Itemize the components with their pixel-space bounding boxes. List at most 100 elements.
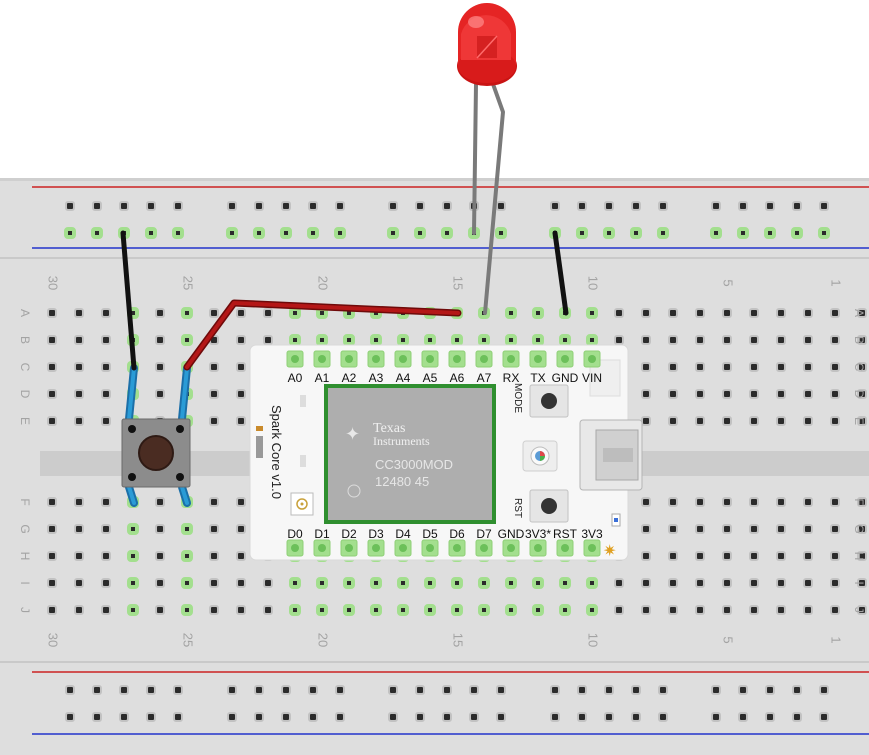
rail-hole — [711, 712, 721, 722]
rail-hole — [173, 201, 183, 211]
hole — [668, 416, 678, 426]
rail-hole — [415, 685, 425, 695]
hole — [857, 416, 867, 426]
hole — [181, 550, 193, 562]
rail-hole — [604, 201, 614, 211]
row-letter: E — [18, 417, 32, 425]
hole — [830, 362, 840, 372]
rail-hole — [792, 685, 802, 695]
row-letter: J — [852, 607, 866, 613]
hole — [181, 604, 193, 616]
rail-hole — [281, 685, 291, 695]
chip-brand-line2: Instruments — [373, 434, 430, 448]
row-letter: H — [18, 552, 32, 561]
column-number: 25 — [181, 633, 196, 647]
hole — [830, 308, 840, 318]
rail-hole — [146, 201, 156, 211]
rst-label: RST — [512, 498, 523, 518]
hole — [505, 604, 517, 616]
rail-hole — [765, 712, 775, 722]
hole — [803, 578, 813, 588]
rail-hole — [631, 201, 641, 211]
hole — [586, 577, 598, 589]
hole — [776, 362, 786, 372]
rail-hole — [92, 685, 102, 695]
hole — [695, 362, 705, 372]
hole — [181, 523, 193, 535]
rail-hole — [64, 227, 76, 239]
hole — [181, 307, 193, 319]
hole — [316, 577, 328, 589]
rail-hole — [335, 201, 345, 211]
rail-hole — [496, 685, 506, 695]
hole — [668, 497, 678, 507]
hole — [749, 416, 759, 426]
hole — [668, 605, 678, 615]
bottom-pin-label: 3V3 — [581, 527, 603, 541]
hole — [722, 578, 732, 588]
rail-hole — [711, 201, 721, 211]
hole — [236, 578, 246, 588]
hole — [641, 605, 651, 615]
hole — [209, 362, 219, 372]
hole — [830, 524, 840, 534]
hole — [559, 334, 571, 346]
hole — [586, 604, 598, 616]
rail-hole — [792, 201, 802, 211]
hole — [47, 524, 57, 534]
hole — [668, 362, 678, 372]
hole — [101, 605, 111, 615]
top-pin-label: A0 — [288, 371, 303, 385]
hole — [803, 551, 813, 561]
hole — [857, 335, 867, 345]
top-pin-label: GND — [552, 371, 579, 385]
hole — [263, 308, 273, 318]
hole — [127, 604, 139, 616]
hole — [236, 551, 246, 561]
hole — [181, 577, 193, 589]
rail-hole — [496, 712, 506, 722]
hole — [209, 389, 219, 399]
hole — [101, 362, 111, 372]
rail-hole — [388, 685, 398, 695]
rail-hole — [550, 685, 560, 695]
red-wire-button-d — [185, 301, 460, 369]
rail-hole — [469, 712, 479, 722]
hole — [532, 577, 544, 589]
hole — [155, 362, 165, 372]
hole — [236, 389, 246, 399]
rail-hole — [119, 685, 129, 695]
hole — [236, 362, 246, 372]
rail-hole — [388, 712, 398, 722]
hole — [722, 335, 732, 345]
hole — [695, 308, 705, 318]
rail-hole — [577, 685, 587, 695]
led-leg-cathode — [472, 82, 478, 235]
hole — [668, 578, 678, 588]
hole — [641, 362, 651, 372]
rail-hole — [819, 685, 829, 695]
hole — [695, 389, 705, 399]
rail-hole — [227, 712, 237, 722]
hole — [74, 605, 84, 615]
rail-hole — [442, 712, 452, 722]
hole — [641, 389, 651, 399]
hole — [722, 389, 732, 399]
top-pin-label: VIN — [582, 371, 602, 385]
hole — [857, 524, 867, 534]
rail-hole — [442, 685, 452, 695]
hole — [424, 604, 436, 616]
rail-hole — [657, 227, 669, 239]
hole — [74, 551, 84, 561]
rail-hole — [281, 712, 291, 722]
hole — [505, 334, 517, 346]
rail-hole — [469, 685, 479, 695]
hole — [695, 335, 705, 345]
hole — [155, 389, 165, 399]
row-letter: I — [18, 581, 32, 584]
rail-hole — [92, 712, 102, 722]
rail-hole — [577, 201, 587, 211]
rail-hole — [91, 227, 103, 239]
rail-hole — [550, 712, 560, 722]
